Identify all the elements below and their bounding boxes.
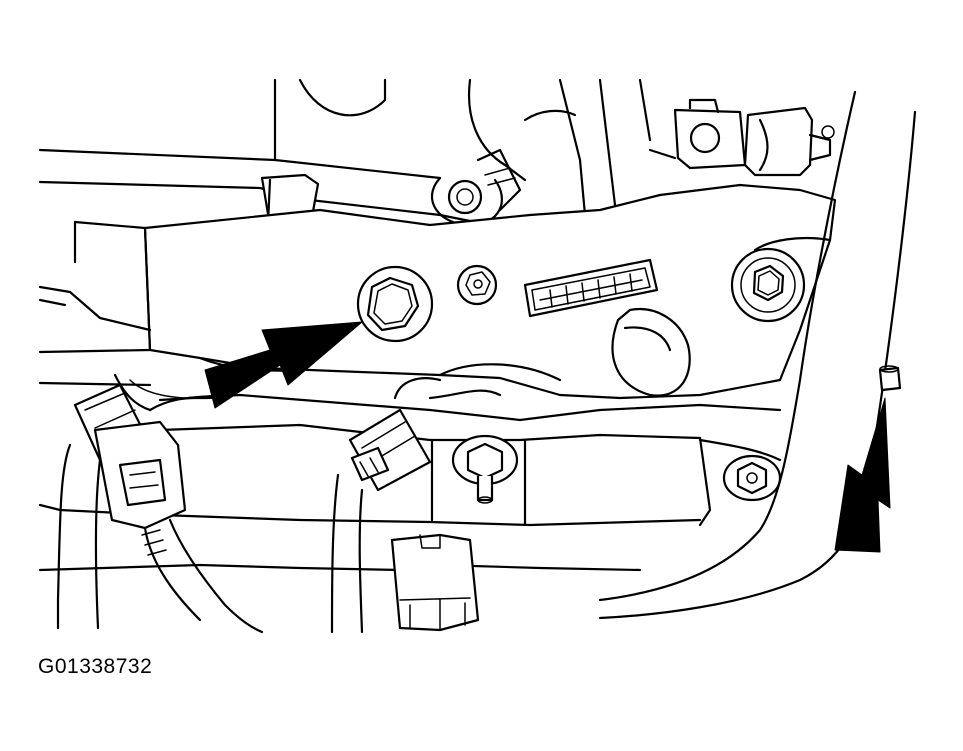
plate-stud-right [722,454,782,502]
upper-right-bracket [648,98,835,177]
center-connector-harness [330,377,502,634]
pivot-bolt [730,247,806,323]
plate-stud-left [451,434,519,504]
bolt-pointer-arrow [204,321,363,409]
stud-pointer-arrow [834,397,891,553]
figure-code: G01338732 [38,655,153,678]
rod-eyelet [447,179,483,215]
upper-housing [273,78,652,217]
lever-arm [38,183,837,400]
small-stud-nut [456,264,498,306]
ribbed-block [523,258,659,318]
left-connector-harness [56,373,264,634]
crescent-cutout [611,307,691,397]
lower-connector [390,533,480,632]
hex-bolt [356,265,434,343]
